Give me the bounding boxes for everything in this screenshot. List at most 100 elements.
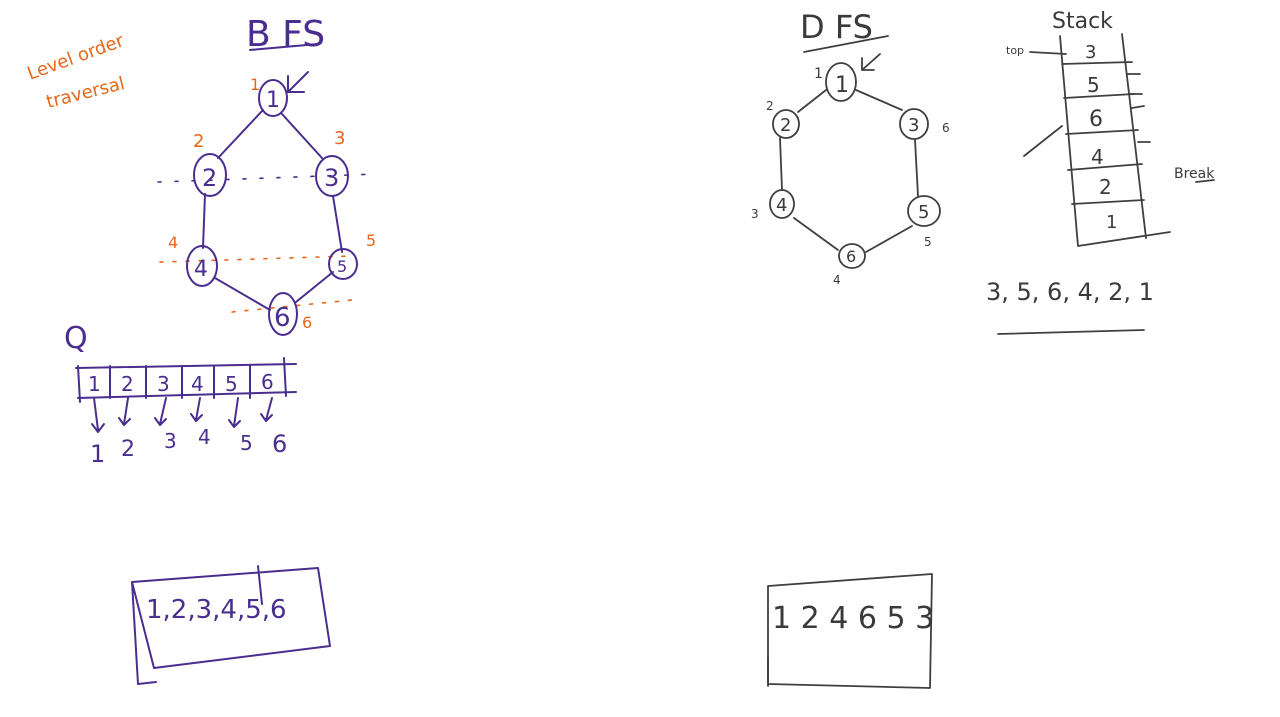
dfs-stack-top-pointer	[1029, 51, 1067, 55]
bfs-dequeued-item: 6	[272, 430, 287, 458]
dfs-stack-title: Stack	[1052, 9, 1113, 34]
bfs-result-tick	[257, 565, 263, 605]
dfs-order-label: 5	[924, 235, 932, 249]
dfs-node-label: 5	[918, 202, 929, 223]
bfs-node-label: 4	[194, 257, 208, 282]
dfs-node-label: 4	[776, 195, 787, 216]
bfs-queue: 1 2 3 4 5 6	[75, 357, 297, 403]
bfs-node-label: 3	[324, 164, 339, 192]
bfs-node: 6 6	[268, 292, 312, 336]
dfs-start-arrow-icon	[861, 53, 881, 71]
dfs-stack-cell: 4	[1091, 145, 1104, 169]
dfs-node-label: 3	[908, 115, 919, 136]
dfs-title-underline	[803, 35, 889, 53]
dfs-node-label: 2	[780, 115, 791, 136]
bfs-dequeue-arrows	[91, 397, 273, 433]
bfs-level-label: 5	[366, 231, 376, 250]
bfs-dequeued-item: 5	[240, 431, 253, 455]
bfs-node: 1 1	[250, 75, 288, 117]
bfs-result-box: 1,2,3,4,5,6	[131, 565, 331, 685]
bfs-queue-cell: 1	[88, 372, 101, 396]
bfs-node: 3 3	[315, 128, 349, 197]
dfs-node: 2 2	[766, 99, 800, 139]
bfs-dequeued-item: 2	[121, 437, 135, 462]
dfs-stack-side-stroke	[1023, 125, 1063, 157]
bfs-queue-cell: 3	[157, 372, 170, 396]
dfs-node: 1 1	[814, 62, 857, 102]
bfs-queue-dividers	[77, 357, 287, 403]
dfs-stack-cell: 2	[1099, 175, 1112, 199]
dfs-stack-cell: 3	[1085, 42, 1096, 63]
bfs-node: 5 5	[328, 231, 376, 280]
bfs-level-label: 6	[302, 313, 312, 332]
bfs-queue-cell: 2	[121, 372, 134, 396]
dfs-node-label: 1	[835, 73, 849, 98]
dfs-stack-cell: 1	[1106, 212, 1117, 233]
dfs-node-label: 6	[846, 247, 856, 266]
bfs-level-label: 3	[334, 128, 345, 149]
bfs-edge-2-4	[202, 193, 206, 249]
dfs-order-label: 3	[751, 207, 759, 221]
bfs-title-underline	[249, 43, 319, 51]
dfs-edge-3-5	[914, 139, 919, 197]
dfs-stack-cell: 5	[1087, 73, 1100, 97]
bfs-queue-cell: 5	[225, 372, 238, 396]
bfs-edge-1-3	[281, 113, 323, 159]
dfs-title: D FS	[800, 8, 873, 46]
bfs-title: B FS	[246, 14, 325, 55]
dfs-node: 4 3	[751, 189, 795, 221]
dfs-node: 5 5	[907, 195, 941, 249]
bfs-queue-cell: 4	[191, 372, 204, 396]
bfs-node-label: 6	[274, 303, 291, 333]
bfs-queue-bottom-edge	[77, 391, 297, 399]
bfs-result-text: 1,2,3,4,5,6	[146, 595, 287, 625]
dfs-stack-dividers	[1061, 61, 1145, 205]
dfs-edge-1-2	[797, 89, 827, 113]
dfs-popped-order: 3, 5, 6, 4, 2, 1	[986, 278, 1154, 306]
bfs-queue-label: Q	[64, 321, 88, 356]
dfs-node: 6 4	[833, 243, 866, 287]
dfs-result-box: 1 2 4 6 5 3	[767, 573, 934, 689]
dfs-section: D FS 1 1 2 2 3 6 4	[751, 8, 1215, 689]
bfs-level-label: 2	[193, 131, 204, 152]
dfs-order-label: 6	[942, 121, 950, 135]
bfs-dequeued-item: 4	[198, 425, 211, 449]
bfs-node-label: 1	[266, 88, 280, 113]
dfs-edge-2-4	[779, 137, 783, 191]
dfs-edge-1-3	[855, 89, 903, 111]
dfs-order-label: 1	[814, 66, 823, 82]
dfs-stack-pop-ticks	[1127, 73, 1151, 143]
dfs-result-text: 1 2 4 6 5 3	[772, 601, 934, 636]
dfs-stack-top-label: top	[1006, 44, 1024, 57]
dfs-edge-5-6	[865, 225, 913, 253]
dfs-graph-edges	[779, 89, 919, 253]
bfs-queue-top-edge	[75, 363, 297, 369]
bfs-graph-edges	[202, 109, 343, 311]
bfs-level-label: 1	[250, 75, 260, 94]
dfs-order-label: 4	[833, 273, 841, 287]
bfs-node: 4 4	[168, 233, 218, 287]
bfs-edge-4-6	[214, 277, 271, 311]
bfs-edge-3-5	[332, 195, 343, 253]
dfs-stack: 3 5 6 4 2 1	[1059, 33, 1171, 247]
bfs-level-label: 4	[168, 233, 178, 252]
bfs-node-label: 5	[337, 257, 347, 276]
dfs-popped-underline	[997, 329, 1145, 335]
bfs-level-line-1	[157, 173, 379, 183]
bfs-node-label: 2	[202, 164, 217, 192]
bfs-node: 2 2	[193, 131, 227, 197]
bfs-section: B FS Level order traversal 1 1 2 2	[25, 14, 379, 685]
dfs-order-label: 2	[766, 99, 774, 113]
bfs-dequeued-item: 1	[90, 440, 105, 468]
dfs-side-note: Break	[1174, 166, 1215, 182]
bfs-queue-cell: 6	[261, 370, 274, 394]
bfs-dequeued-item: 3	[164, 429, 177, 453]
dfs-edge-4-6	[793, 217, 839, 251]
dfs-stack-cell: 6	[1089, 107, 1103, 132]
bfs-dequeue-order: 1 2 3 4 5 6	[90, 425, 287, 468]
bfs-edge-5-6	[295, 271, 334, 303]
bfs-start-arrow-icon	[287, 71, 309, 93]
dfs-node: 3 6	[899, 108, 950, 140]
